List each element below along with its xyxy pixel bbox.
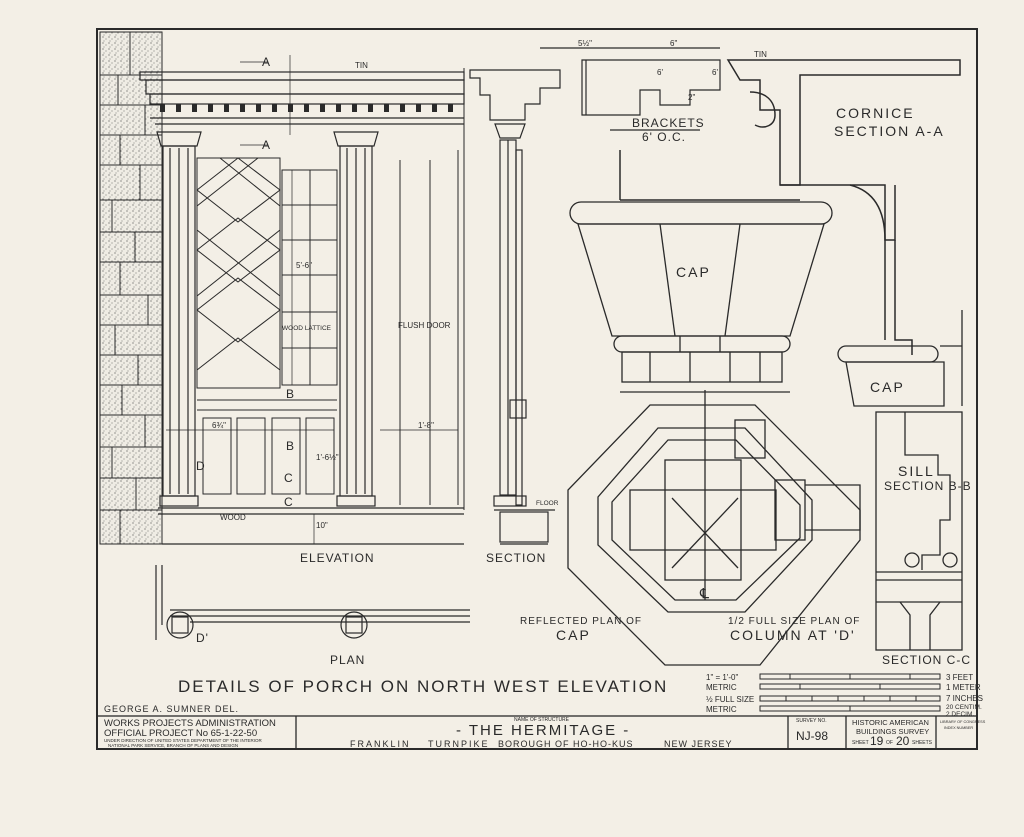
plan-d-label: D' bbox=[196, 631, 209, 645]
reflected-plan-cap bbox=[567, 390, 861, 666]
dim-6-b: 6' bbox=[712, 68, 718, 77]
cornice-section bbox=[619, 59, 961, 355]
reflected-plan-cap-label: CAP bbox=[556, 627, 591, 643]
brackets-detail bbox=[540, 47, 721, 131]
cap-section-small bbox=[837, 310, 963, 407]
dim-6-3-4: 6¾" bbox=[212, 421, 226, 430]
survey-number: NJ-98 bbox=[796, 729, 828, 743]
library-line-2: INDEX NUMBER bbox=[944, 726, 973, 730]
dim-5-half: 5½" bbox=[578, 39, 592, 48]
location-2: TURNPIKE bbox=[428, 739, 490, 749]
dim-10: 10" bbox=[316, 521, 328, 530]
of-word: OF bbox=[886, 740, 893, 746]
reflected-plan-label: REFLECTED PLAN OF bbox=[520, 616, 642, 627]
lower-panels bbox=[197, 399, 337, 495]
wpa-line-1: WORKS PROJECTS ADMINISTRATION bbox=[104, 718, 276, 729]
sheets-word: SHEETS bbox=[912, 740, 933, 746]
cap-elevation bbox=[569, 201, 833, 393]
stone-wall bbox=[99, 31, 163, 545]
scale-3-label: ½ FULL SIZE bbox=[706, 695, 754, 704]
column-plan-label: 1/2 FULL SIZE PLAN OF bbox=[728, 616, 860, 627]
delineator: GEORGE A. SUMNER DEL. bbox=[104, 704, 239, 714]
scale-1-end: 3 FEET bbox=[946, 673, 973, 682]
mark-b-2: B bbox=[286, 439, 295, 453]
tin-label: TIN bbox=[355, 61, 368, 70]
section-drawing bbox=[469, 69, 561, 545]
habs-line-2: BUILDINGS SURVEY bbox=[856, 727, 929, 736]
wpa-line-3: UNDER DIRECTION OF UNITED STATES DEPARTM… bbox=[104, 738, 263, 743]
brackets-label: BRACKETS bbox=[632, 116, 705, 130]
sill-section-label: SECTION B-B bbox=[884, 479, 972, 493]
scale-bars bbox=[759, 673, 941, 712]
scale-1-label: 1" = 1'-0" bbox=[706, 673, 738, 682]
wpa-line-4: NATIONAL PARK SERVICE, BRANCH OF PLANS A… bbox=[108, 743, 238, 748]
middle-column bbox=[333, 131, 379, 507]
floor-label: FLOOR bbox=[536, 500, 559, 507]
flush-door-label: FLUSH DOOR bbox=[398, 321, 451, 330]
scale-4-end-2: 2 DECIM. bbox=[946, 711, 974, 718]
sheet-number: 19 bbox=[870, 734, 884, 748]
sill-label: SILL bbox=[898, 463, 935, 479]
dim-2-inch: 2" bbox=[688, 93, 695, 102]
sheet-word: SHEET bbox=[852, 740, 869, 746]
scale-4-label: METRIC bbox=[706, 705, 737, 714]
drawing-title: DETAILS OF PORCH ON NORTH WEST ELEVATION bbox=[178, 677, 668, 696]
dim-6-inch: 6" bbox=[670, 39, 677, 48]
location-1: FRANKLIN bbox=[350, 739, 411, 749]
mark-a-bottom: A bbox=[262, 138, 271, 152]
wood-lattice-label: WOOD LATTICE bbox=[282, 325, 332, 332]
survey-label: SURVEY NO. bbox=[796, 718, 827, 724]
elevation-label: ELEVATION bbox=[300, 551, 375, 565]
wood-lattice bbox=[196, 157, 281, 389]
mark-c: C bbox=[284, 471, 294, 485]
cornice-section-label: SECTION A-A bbox=[834, 123, 945, 139]
dim-1-6: 1'-6½" bbox=[316, 453, 339, 462]
sheet-total: 20 bbox=[896, 734, 910, 748]
title-block bbox=[96, 715, 978, 750]
scale-2-end: 1 METER bbox=[946, 683, 981, 692]
sill-section bbox=[875, 411, 963, 651]
cap-small-label: CAP bbox=[870, 379, 905, 395]
brackets-spacing: 6' O.C. bbox=[642, 130, 686, 144]
section-label: SECTION bbox=[486, 551, 546, 565]
mark-d: D bbox=[196, 459, 206, 473]
mark-a-top: A bbox=[262, 55, 271, 69]
left-column bbox=[156, 131, 202, 507]
scale-3-end: 7 INCHES bbox=[946, 694, 983, 703]
centerline-mark: ℄ bbox=[699, 585, 711, 601]
structure-name: - THE HERMITAGE - bbox=[456, 722, 630, 739]
dim-6-a: 6' bbox=[657, 68, 663, 77]
location-3: BOROUGH OF HO-HO-KUS bbox=[498, 739, 634, 749]
plan-drawing bbox=[155, 565, 470, 640]
structure-name-label: NAME OF STRUCTURE bbox=[514, 717, 570, 723]
dim-1-8: 1'-8" bbox=[418, 421, 434, 430]
cap-label: CAP bbox=[676, 264, 711, 280]
dentils bbox=[160, 104, 453, 112]
wood-label: WOOD bbox=[220, 513, 246, 522]
flush-door bbox=[399, 68, 465, 510]
tin-label-2: TIN bbox=[754, 50, 767, 59]
cornice-label: CORNICE bbox=[836, 105, 915, 121]
habs-line-1: HISTORIC AMERICAN bbox=[852, 718, 929, 727]
wpa-line-2: OFFICIAL PROJECT No 65-1-22-50 bbox=[104, 728, 257, 739]
dim-5-6: 5'-6" bbox=[296, 261, 312, 270]
library-line-1: LIBRARY OF CONGRESS bbox=[940, 720, 986, 724]
plan-label: PLAN bbox=[330, 653, 365, 667]
scale-4-end: 20 CENTIM. bbox=[946, 704, 982, 711]
mark-c-2: C bbox=[284, 495, 294, 509]
column-plan-sub-label: COLUMN AT 'D' bbox=[730, 627, 856, 643]
section-cc-label: SECTION C-C bbox=[882, 653, 971, 667]
window-grid bbox=[281, 169, 338, 386]
elevation-drawing bbox=[99, 31, 465, 545]
location-4: NEW JERSEY bbox=[664, 739, 733, 749]
mark-b: B bbox=[286, 387, 295, 401]
scale-2-label: METRIC bbox=[706, 683, 737, 692]
